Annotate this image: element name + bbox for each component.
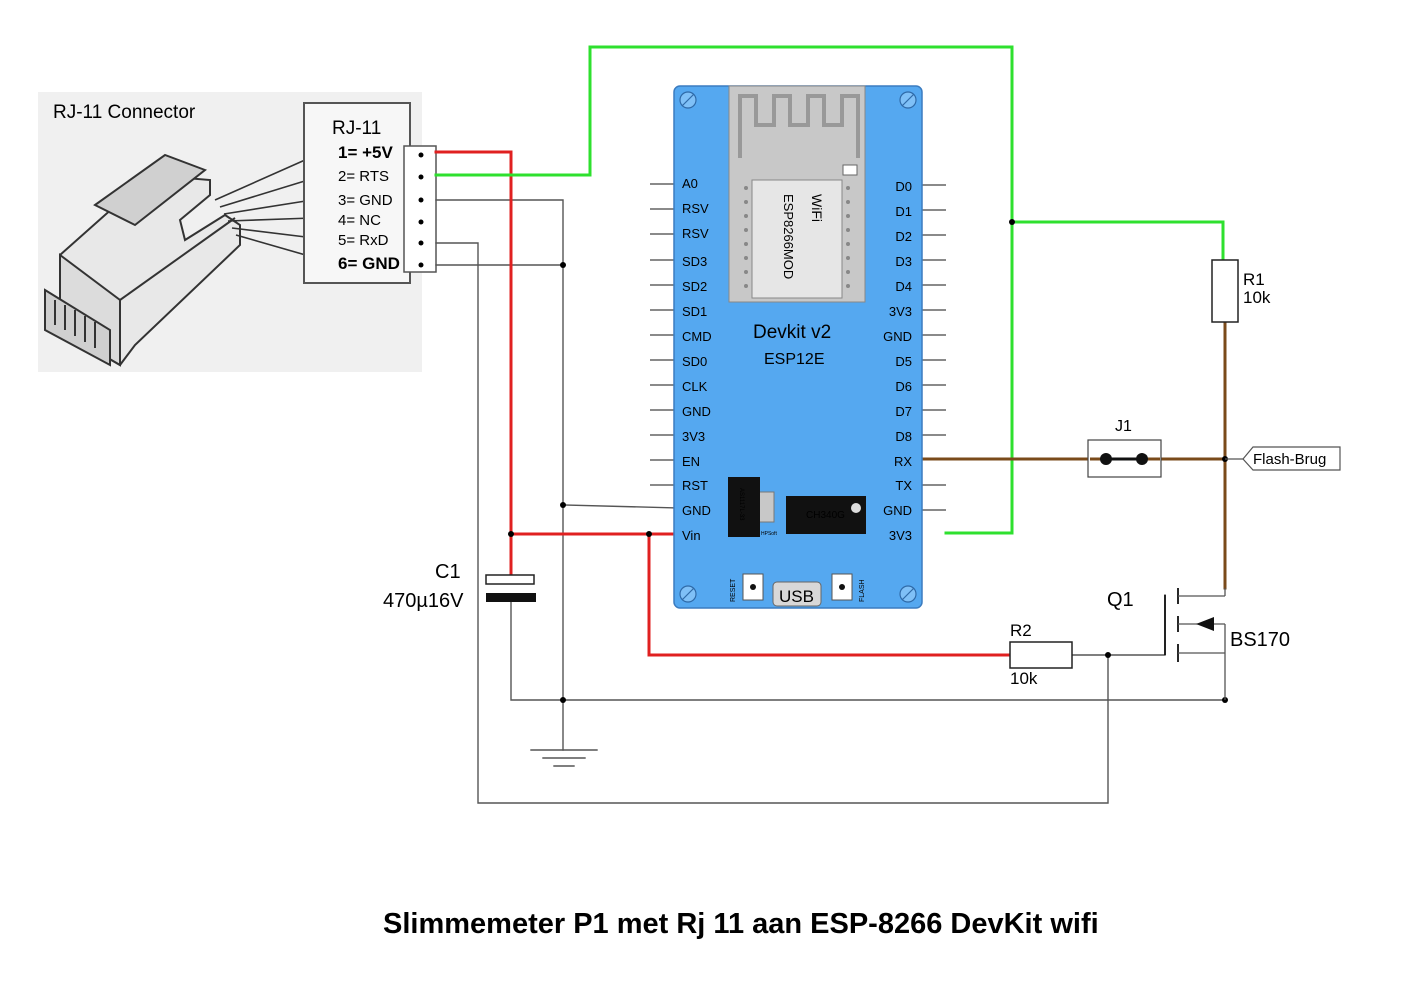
chip-label: CH340G bbox=[806, 510, 845, 521]
wifi-module: WiFi ESP8266MOD bbox=[728, 85, 866, 303]
usb-label: USB bbox=[779, 587, 814, 606]
pin-label: GND bbox=[883, 329, 912, 344]
pin-label: D7 bbox=[895, 404, 912, 419]
pin-label: 3V3 bbox=[889, 528, 912, 543]
pin-label: D6 bbox=[895, 379, 912, 394]
rj11-terminal-block bbox=[403, 145, 437, 273]
pin-label: D3 bbox=[895, 254, 912, 269]
pin-label: SD1 bbox=[682, 304, 707, 319]
junction-dots bbox=[508, 219, 1228, 703]
rj11-caption: RJ-11 Connector bbox=[53, 102, 196, 123]
rx-flash-wires bbox=[918, 320, 1227, 590]
jumper-j1: J1 bbox=[1087, 418, 1162, 478]
module-model-label: ESP8266MOD bbox=[781, 194, 796, 279]
rj11-pin-1: 1= +5V bbox=[338, 143, 393, 162]
pin-label: GND bbox=[682, 503, 711, 518]
reset-button: RESET bbox=[730, 573, 764, 602]
pin-label: GND bbox=[883, 503, 912, 518]
rj11-pin-3: 3= GND bbox=[338, 192, 393, 209]
pin-label: D5 bbox=[895, 354, 912, 369]
r1-value: 10k bbox=[1243, 288, 1271, 307]
c1-value: 470µ16V bbox=[383, 590, 464, 612]
pin-label: RST bbox=[682, 478, 708, 493]
pin-label: SD3 bbox=[682, 254, 707, 269]
pin-label: RX bbox=[894, 454, 912, 469]
c1-name: C1 bbox=[435, 561, 461, 583]
q1-value: BS170 bbox=[1230, 629, 1290, 651]
pin-label: CMD bbox=[682, 329, 712, 344]
pin-label: GND bbox=[682, 404, 711, 419]
board-model: ESP12E bbox=[764, 351, 824, 368]
diagram-title: Slimmemeter P1 met Rj 11 aan ESP-8266 De… bbox=[383, 908, 1099, 940]
pin-label: 3V3 bbox=[682, 429, 705, 444]
flag-label: Flash-Brug bbox=[1253, 451, 1326, 468]
rj11-header-title: RJ-11 bbox=[332, 118, 381, 139]
pin-label: SD2 bbox=[682, 279, 707, 294]
left-pin-labels: A0 RSV RSV SD3 SD2 SD1 CMD SD0 CLK GND 3… bbox=[682, 176, 712, 543]
regulator-brand: HPSoft bbox=[761, 531, 777, 537]
flash-brug-flag: Flash-Brug bbox=[1225, 446, 1341, 471]
rj11-pin-4: 4= NC bbox=[338, 212, 381, 229]
r2-value: 10k bbox=[1010, 669, 1038, 688]
pin-label: Vin bbox=[682, 528, 701, 543]
rts-3v3-wires bbox=[434, 45, 1225, 535]
pin-label: D0 bbox=[895, 179, 912, 194]
r2-name: R2 bbox=[1010, 621, 1032, 640]
rj11-photo: RJ-11 Connector RJ-11 1= +5V 2= RTS 3= bbox=[38, 92, 422, 372]
r1-name: R1 bbox=[1243, 270, 1265, 289]
pin-label: D8 bbox=[895, 429, 912, 444]
antenna-trace bbox=[738, 94, 860, 158]
rj11-pin-5: 5= RxD bbox=[338, 232, 389, 249]
module-wifi-label: WiFi bbox=[809, 194, 825, 222]
mounting-holes bbox=[679, 91, 917, 603]
regulator-label: AS1117L-33 bbox=[738, 488, 744, 521]
ch340g-chip: CH340G bbox=[786, 496, 866, 534]
pin-label: RSV bbox=[682, 201, 709, 216]
pin-stubs bbox=[650, 183, 946, 511]
usb-port: USB bbox=[772, 581, 822, 607]
right-pin-labels: D0 D1 D2 D3 D4 3V3 GND D5 D6 D7 D8 RX TX… bbox=[883, 179, 912, 543]
pin-label: 3V3 bbox=[889, 304, 912, 319]
pin-label: A0 bbox=[682, 176, 698, 191]
j1-name: J1 bbox=[1115, 418, 1132, 435]
mosfet-q1 bbox=[1164, 588, 1226, 700]
pin-label: CLK bbox=[682, 379, 708, 394]
flash-label: FLASH bbox=[859, 579, 866, 602]
pin-label: SD0 bbox=[682, 354, 707, 369]
pin-label: EN bbox=[682, 454, 700, 469]
reset-label: RESET bbox=[730, 578, 737, 602]
rj11-pin-6: 6= GND bbox=[338, 254, 400, 273]
rj11-plug-drawing bbox=[44, 153, 317, 367]
voltage-regulator: AS1117L-33 HPSoft bbox=[728, 477, 777, 537]
pin-label: D2 bbox=[895, 229, 912, 244]
rj11-header-box bbox=[303, 102, 411, 284]
esp-board: WiFi ESP8266MOD Devkit v2 ESP12E A0 RSV … bbox=[650, 85, 946, 609]
resistor-r2: R2 10k bbox=[1009, 621, 1073, 688]
resistor-r1: R1 10k bbox=[1211, 259, 1271, 323]
q1-name: Q1 bbox=[1107, 589, 1134, 611]
pin-label: TX bbox=[895, 478, 912, 493]
flash-button: FLASH bbox=[831, 573, 866, 602]
board-name: Devkit v2 bbox=[753, 322, 831, 343]
rj11-pin-2: 2= RTS bbox=[338, 168, 389, 185]
pin-label: RSV bbox=[682, 226, 709, 241]
pin-label: D1 bbox=[895, 204, 912, 219]
capacitor-c1: C1 470µ16V bbox=[383, 561, 536, 612]
pin-label: D4 bbox=[895, 279, 912, 294]
